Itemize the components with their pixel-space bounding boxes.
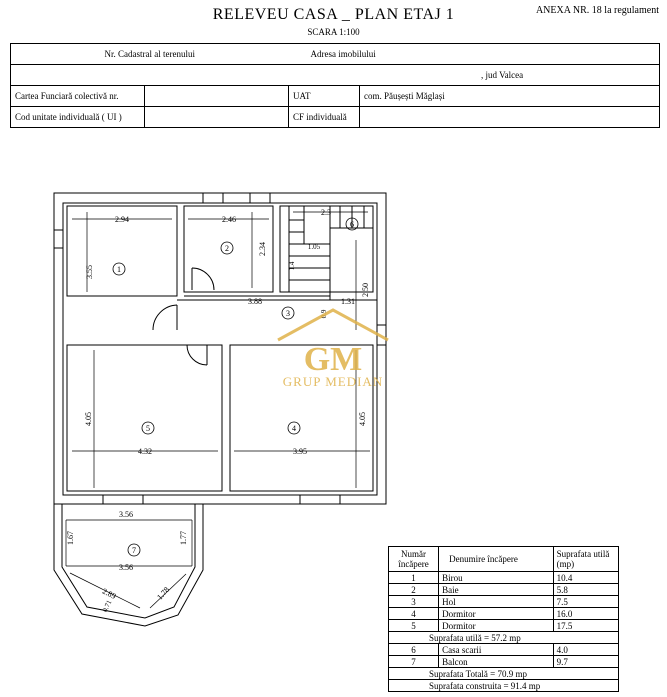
room-2-marker <box>220 241 234 255</box>
dim-label: 1.31 <box>341 297 355 306</box>
dim-label: 1.77 <box>179 531 188 545</box>
dim-label: 1.78 <box>155 585 171 601</box>
room-5-number: 5 <box>146 424 150 433</box>
dim-label: 1.67 <box>66 531 75 545</box>
suprafata-utila-total: Suprafata utilă = 57.2 mp <box>388 631 619 644</box>
legend-area: 17.5 <box>552 619 620 632</box>
legend-area: 10.4 <box>552 571 620 584</box>
legend-name: Balcon <box>438 655 554 668</box>
stair-room-outline <box>279 205 374 293</box>
dim-label: 3.55 <box>85 265 94 279</box>
legend-area: 9.7 <box>552 655 620 668</box>
legend-header-suprafata: Suprafata utilă (mp) <box>552 546 620 572</box>
document-title: RELEVEU CASA _ PLAN ETAJ 1 <box>212 6 455 23</box>
legend-nr: 1 <box>387 571 440 584</box>
dim-label: 3.95 <box>293 447 307 456</box>
cadastral-info-table: Nr. Cadastral al terenului Adresa imobil… <box>10 43 660 128</box>
legend-row: 7 Balcon 9.7 <box>387 655 620 668</box>
legend-header-denumire: Denumire încăpere <box>438 546 554 572</box>
dim-label: 3.88 <box>248 297 262 306</box>
room-4-outline <box>229 344 374 492</box>
watermark-name: GRUP MEDIAN <box>283 374 383 389</box>
legend-nr: 6 <box>387 643 440 656</box>
legend-header-nr: Număr încăpere <box>387 546 440 572</box>
cf-individuala-value <box>359 106 660 128</box>
dim-label: 2.89 <box>101 587 118 601</box>
room-7-marker <box>127 543 141 557</box>
dim-label: 3.56 <box>119 563 133 572</box>
suprafata-totala: Suprafata Totală = 70.9 mp <box>388 667 619 680</box>
watermark-logo: GM <box>304 341 363 378</box>
stair-steps <box>288 206 373 300</box>
grup-median-watermark: GM GRUP MEDIAN <box>277 308 389 389</box>
legend-row: 4 Dormitor 16.0 <box>387 607 620 620</box>
room-4-number: 4 <box>292 424 296 433</box>
legend-row: 2 Baie 5.8 <box>387 583 620 596</box>
dim-label: 0.71 <box>101 598 114 613</box>
dim-label: 2.50 <box>361 283 370 297</box>
balcony-inner-wall <box>61 504 196 619</box>
legend-name: Baie <box>438 583 554 596</box>
room-5-outline <box>66 344 223 492</box>
dim-label: 2.3 <box>321 208 331 217</box>
room-7-number: 7 <box>132 546 136 555</box>
room-5-marker <box>141 421 155 435</box>
dim-label: 1.05 <box>308 243 321 251</box>
dim-label: 4.32 <box>138 447 152 456</box>
annex-label: ANEXA NR. 18 la regulament <box>535 5 659 16</box>
room-4-marker <box>287 421 301 435</box>
balcony-outer-wall <box>53 504 204 627</box>
room-3-number: 3 <box>286 309 290 318</box>
dim-label: 4.05 <box>358 412 367 426</box>
legend-nr: 7 <box>387 655 440 668</box>
dim-label: 2.94 <box>115 215 129 224</box>
legend-nr: 4 <box>387 607 440 620</box>
room-legend-table: Număr încăpere Denumire încăpere Suprafa… <box>387 546 620 692</box>
legend-name: Dormitor <box>438 607 554 620</box>
legend-row: 1 Birou 10.4 <box>387 571 620 584</box>
scale-label: SCARA 1:100 <box>307 27 360 37</box>
dim-label: 2.34 <box>258 242 267 256</box>
room-2-number: 2 <box>225 244 229 253</box>
legend-area: 4.0 <box>552 643 620 656</box>
room-1-number: 1 <box>117 265 121 274</box>
legend-name: Dormitor <box>438 619 554 632</box>
suprafata-construita: Suprafata construita = 91.4 mp <box>388 679 619 692</box>
legend-name: Birou <box>438 571 554 584</box>
legend-area: 5.8 <box>552 583 620 596</box>
legend-area: 16.0 <box>552 607 620 620</box>
room-6-marker <box>345 217 359 231</box>
legend-name: Casa scarii <box>438 643 554 656</box>
legend-nr: 5 <box>387 619 440 632</box>
legend-row: 5 Dormitor 17.5 <box>387 619 620 632</box>
legend-nr: 2 <box>387 583 440 596</box>
watermark-roof-icon <box>277 308 389 342</box>
legend-name: Hol <box>438 595 554 608</box>
room-3-marker <box>281 306 295 320</box>
dim-label: 1.4 <box>288 261 296 270</box>
legend-row: 6 Casa scarii 4.0 <box>387 643 620 656</box>
dim-label: 3.56 <box>119 510 133 519</box>
dim-label: 4.05 <box>84 412 93 426</box>
room-1-outline <box>66 205 178 297</box>
legend-nr: 3 <box>387 595 440 608</box>
legend-row: 3 Hol 7.5 <box>387 595 620 608</box>
room-2-outline <box>183 205 274 293</box>
room-1-marker <box>112 262 126 276</box>
dim-label: 2.46 <box>222 215 236 224</box>
legend-area: 7.5 <box>552 595 620 608</box>
room-6-number: 6 <box>350 220 354 229</box>
